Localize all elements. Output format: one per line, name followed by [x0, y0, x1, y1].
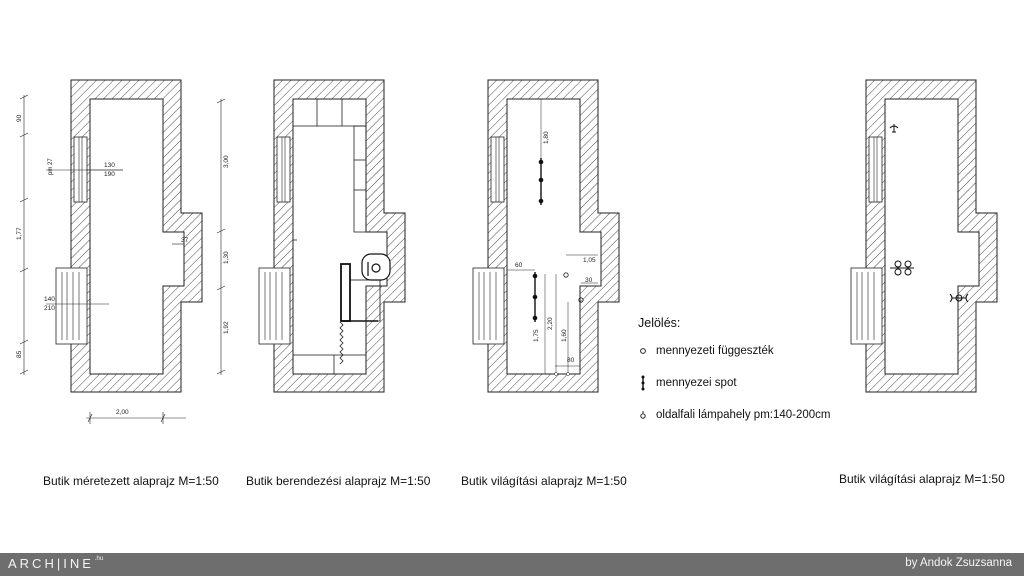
- furniture-chair-icon: [361, 253, 391, 281]
- brand-text: ARCH|INE: [8, 556, 94, 571]
- legend-title: Jelölés:: [638, 316, 681, 330]
- legend: Jelölés: mennyezeti függeszték mennyezei…: [638, 316, 831, 436]
- dim-lower-bottom: 210: [44, 305, 55, 312]
- legend-label-pendant: mennyezeti függeszték: [656, 345, 774, 357]
- furniture-counter: [340, 263, 381, 322]
- legend-label-spot: mennyezei spot: [656, 377, 737, 389]
- curtain-zigzag: [339, 321, 344, 365]
- bottom-dimension: [86, 412, 186, 424]
- dim-window-sill: pm 27: [48, 158, 54, 175]
- wall-lamp-icon: [640, 411, 646, 419]
- plan-2-dim-line: [216, 98, 226, 375]
- dim-spot-180: 1,80: [543, 131, 550, 144]
- dim-light-160: 1,60: [561, 329, 568, 342]
- dim-left-177: 1,77: [16, 227, 23, 240]
- dim-right-300: 3,00: [223, 155, 230, 168]
- caption-plan-3: Butik világítási alaprajz M=1:50: [461, 474, 627, 488]
- dim-light-80: 80: [567, 357, 575, 364]
- pendant-lights: [563, 272, 584, 303]
- dim-light-30: 30: [585, 277, 593, 284]
- footer-bar: ARCH|INE.hu by Andok Zsuzsanna: [0, 553, 1024, 576]
- plan-3-lighting: [472, 79, 620, 393]
- dim-left-85: 85: [16, 350, 23, 358]
- spot-rail-top: [538, 158, 544, 205]
- caption-plan-4: Butik világítási alaprajz M=1:50: [839, 472, 1005, 486]
- wall-lamp-icon: [949, 293, 969, 303]
- dim-right-130: 1,30: [223, 251, 230, 264]
- brand-suffix: .hu: [94, 556, 104, 562]
- dim-light-175: 1,75: [533, 329, 540, 342]
- lighting-dimensions: [507, 99, 598, 376]
- wall-lamp-icon: [890, 260, 914, 276]
- legend-label-wall-lamp: oldalfali lámpahely pm:140-200cm: [656, 409, 831, 421]
- legend-item-spot: mennyezei spot: [638, 372, 831, 394]
- brand-logo: ARCH|INE.hu: [8, 556, 103, 571]
- caption-plan-1: Butik méretezett alaprajz M=1:50: [43, 474, 219, 488]
- dim-bay-37: 37: [181, 237, 189, 244]
- author-credit: by Andok Zsuzsanna: [905, 557, 1012, 569]
- plan-1-dimensioned: [19, 79, 203, 424]
- furniture-shelves: [292, 98, 367, 375]
- dim-window-bottom: 190: [104, 171, 115, 178]
- pendant-circle-icon: [640, 348, 646, 354]
- left-dimension-chain: [19, 94, 29, 375]
- dim-light-60: 60: [515, 262, 523, 269]
- legend-item-pendant: mennyezeti függeszték: [638, 340, 831, 362]
- dim-left-90: 90: [16, 114, 23, 122]
- window-lower: [55, 267, 88, 345]
- ceiling-spot-icon: [641, 375, 645, 391]
- dim-right-192: 1,92: [223, 321, 230, 334]
- plan-2-furnishing: [258, 79, 406, 393]
- dim-window-top: 130: [104, 162, 115, 169]
- plan-4-lighting: [850, 79, 998, 393]
- spot-rail-left: [532, 272, 538, 322]
- legend-item-wall-lamp: oldalfali lámpahely pm:140-200cm: [638, 404, 831, 426]
- wall-lamp-icon: [889, 124, 899, 133]
- dim-bottom-width: 2,00: [116, 409, 129, 416]
- dim-light-220: 2,20: [547, 317, 554, 330]
- dim-light-105: 1,05: [583, 257, 596, 264]
- window-upper: [73, 136, 88, 203]
- dim-lower-top: 140: [44, 296, 55, 303]
- caption-plan-2: Butik berendezési alaprajz M=1:50: [246, 474, 431, 488]
